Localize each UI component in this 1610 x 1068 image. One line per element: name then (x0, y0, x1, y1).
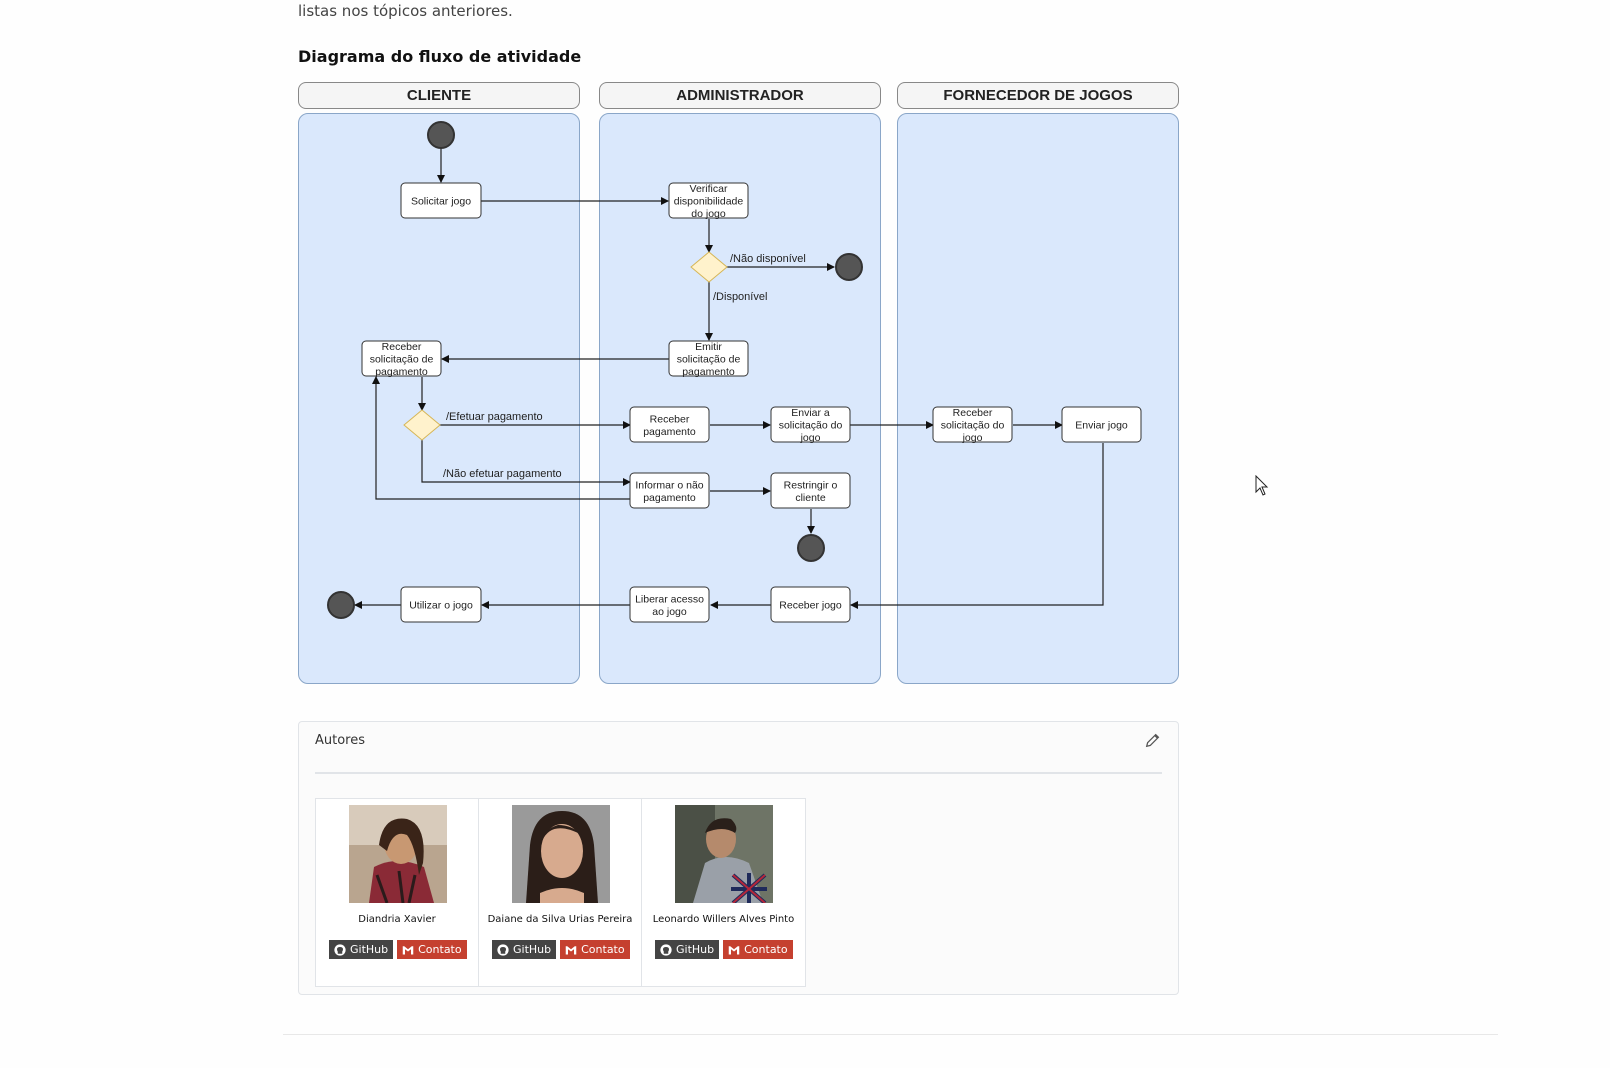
author-card: Daiane da Silva Urias Pereira GitHub Con… (479, 799, 642, 986)
label-nao-efetuar-pagamento: /Não efetuar pagamento (443, 468, 562, 480)
edge-informar-loop (372, 376, 630, 500)
github-label: GitHub (513, 943, 552, 956)
label-disponivel: /Disponível (713, 291, 767, 303)
edge-nao-efetuar (421, 440, 631, 486)
node-label: Utilizar o jogo (409, 600, 473, 612)
github-icon (660, 943, 672, 956)
avatar (512, 805, 610, 903)
decision-disponibilidade (690, 251, 728, 283)
node-label: Informar o não (635, 479, 703, 491)
end-node-restringir (797, 534, 825, 562)
label-efetuar-pagamento: /Efetuar pagamento (446, 411, 543, 423)
github-button[interactable]: GitHub (492, 940, 557, 959)
node-label: Receber (382, 341, 422, 353)
github-label: GitHub (350, 943, 389, 956)
contact-button[interactable]: Contato (723, 940, 793, 959)
node-label: ao jogo (652, 606, 687, 618)
node-label: solicitação do (941, 420, 1005, 432)
activity-diagram: Solicitar jogo Verificardisponibilidadedo… (327, 121, 1142, 623)
section-title: Diagrama do fluxo de atividade (298, 47, 582, 66)
contact-button[interactable]: Contato (397, 940, 467, 959)
decision-pagamento (403, 409, 441, 441)
node-label: pagamento (375, 366, 428, 378)
node-label: Emitir (695, 341, 722, 353)
author-card: Leonardo Willers Alves Pinto GitHub Cont… (642, 799, 805, 986)
edge-enviarjogo-receberjogo (850, 443, 1104, 609)
node-label: Receber (650, 413, 690, 425)
node-label: Solicitar jogo (411, 196, 471, 208)
author-name: Leonardo Willers Alves Pinto (652, 914, 795, 925)
node-label: Enviar jogo (1075, 420, 1128, 432)
node-label: Receber jogo (779, 600, 842, 612)
lane-header-fornecedor: FORNECEDOR DE JOGOS (897, 82, 1179, 109)
node-label: Receber (953, 407, 993, 419)
github-icon (497, 943, 509, 956)
avatar (349, 805, 447, 903)
mouse-cursor-icon (1255, 475, 1269, 496)
author-card: Diandria Xavier GitHub Contato (316, 799, 479, 986)
lane-header-administrador: ADMINISTRADOR (599, 82, 881, 109)
lane-fornecedor (897, 113, 1179, 684)
authors-title: Autores (315, 733, 366, 748)
node-label: solicitação do (779, 420, 843, 432)
avatar (675, 805, 773, 903)
pencil-icon[interactable] (1144, 731, 1162, 749)
activity-node-enviar-jogo: Enviar jogo (1061, 406, 1142, 443)
gmail-icon (402, 945, 414, 954)
intro-text: listas nos tópicos anteriores. (298, 2, 513, 20)
github-button[interactable]: GitHub (329, 940, 394, 959)
node-label: pagamento (643, 426, 696, 438)
authors-card: Autores Diandria Xavier GitHub (298, 721, 1179, 995)
activity-node-utilizar: Utilizar o jogo (400, 586, 482, 623)
start-node (427, 121, 455, 149)
node-label: pagamento (643, 492, 696, 504)
node-label: solicitação de (370, 354, 434, 366)
github-label: GitHub (676, 943, 715, 956)
contact-label: Contato (744, 943, 788, 956)
gmail-icon (565, 945, 577, 954)
lane-header-cliente: CLIENTE (298, 82, 580, 109)
divider (315, 772, 1162, 774)
node-label: cliente (795, 492, 826, 504)
end-node-indisponivel (835, 253, 863, 281)
footer-divider (283, 1034, 1498, 1035)
activity-node-solicitar: Solicitar jogo (400, 182, 482, 219)
node-label: do jogo (691, 208, 726, 220)
contact-button[interactable]: Contato (560, 940, 630, 959)
node-label: Liberar acesso (635, 593, 704, 605)
label-nao-disponivel: /Não disponível (730, 253, 806, 265)
author-name: Daiane da Silva Urias Pereira (487, 914, 633, 925)
activity-node-receber-jogo: Receber jogo (770, 586, 851, 623)
node-label: pagamento (682, 366, 735, 378)
contact-label: Contato (581, 943, 625, 956)
node-label: jogo (800, 432, 821, 444)
author-name: Diandria Xavier (358, 914, 436, 925)
github-icon (334, 943, 346, 956)
github-button[interactable]: GitHub (655, 940, 720, 959)
node-label: jogo (962, 432, 983, 444)
authors-table: Diandria Xavier GitHub Contato D (315, 798, 806, 987)
node-label: Verificar (690, 183, 728, 195)
node-label: Enviar a (791, 407, 830, 419)
contact-label: Contato (418, 943, 462, 956)
node-label: disponibilidade (674, 196, 744, 208)
node-label: Restringir o (784, 479, 838, 491)
gmail-icon (728, 945, 740, 954)
node-label: solicitação de (677, 354, 741, 366)
end-node-utilizar (327, 591, 355, 619)
